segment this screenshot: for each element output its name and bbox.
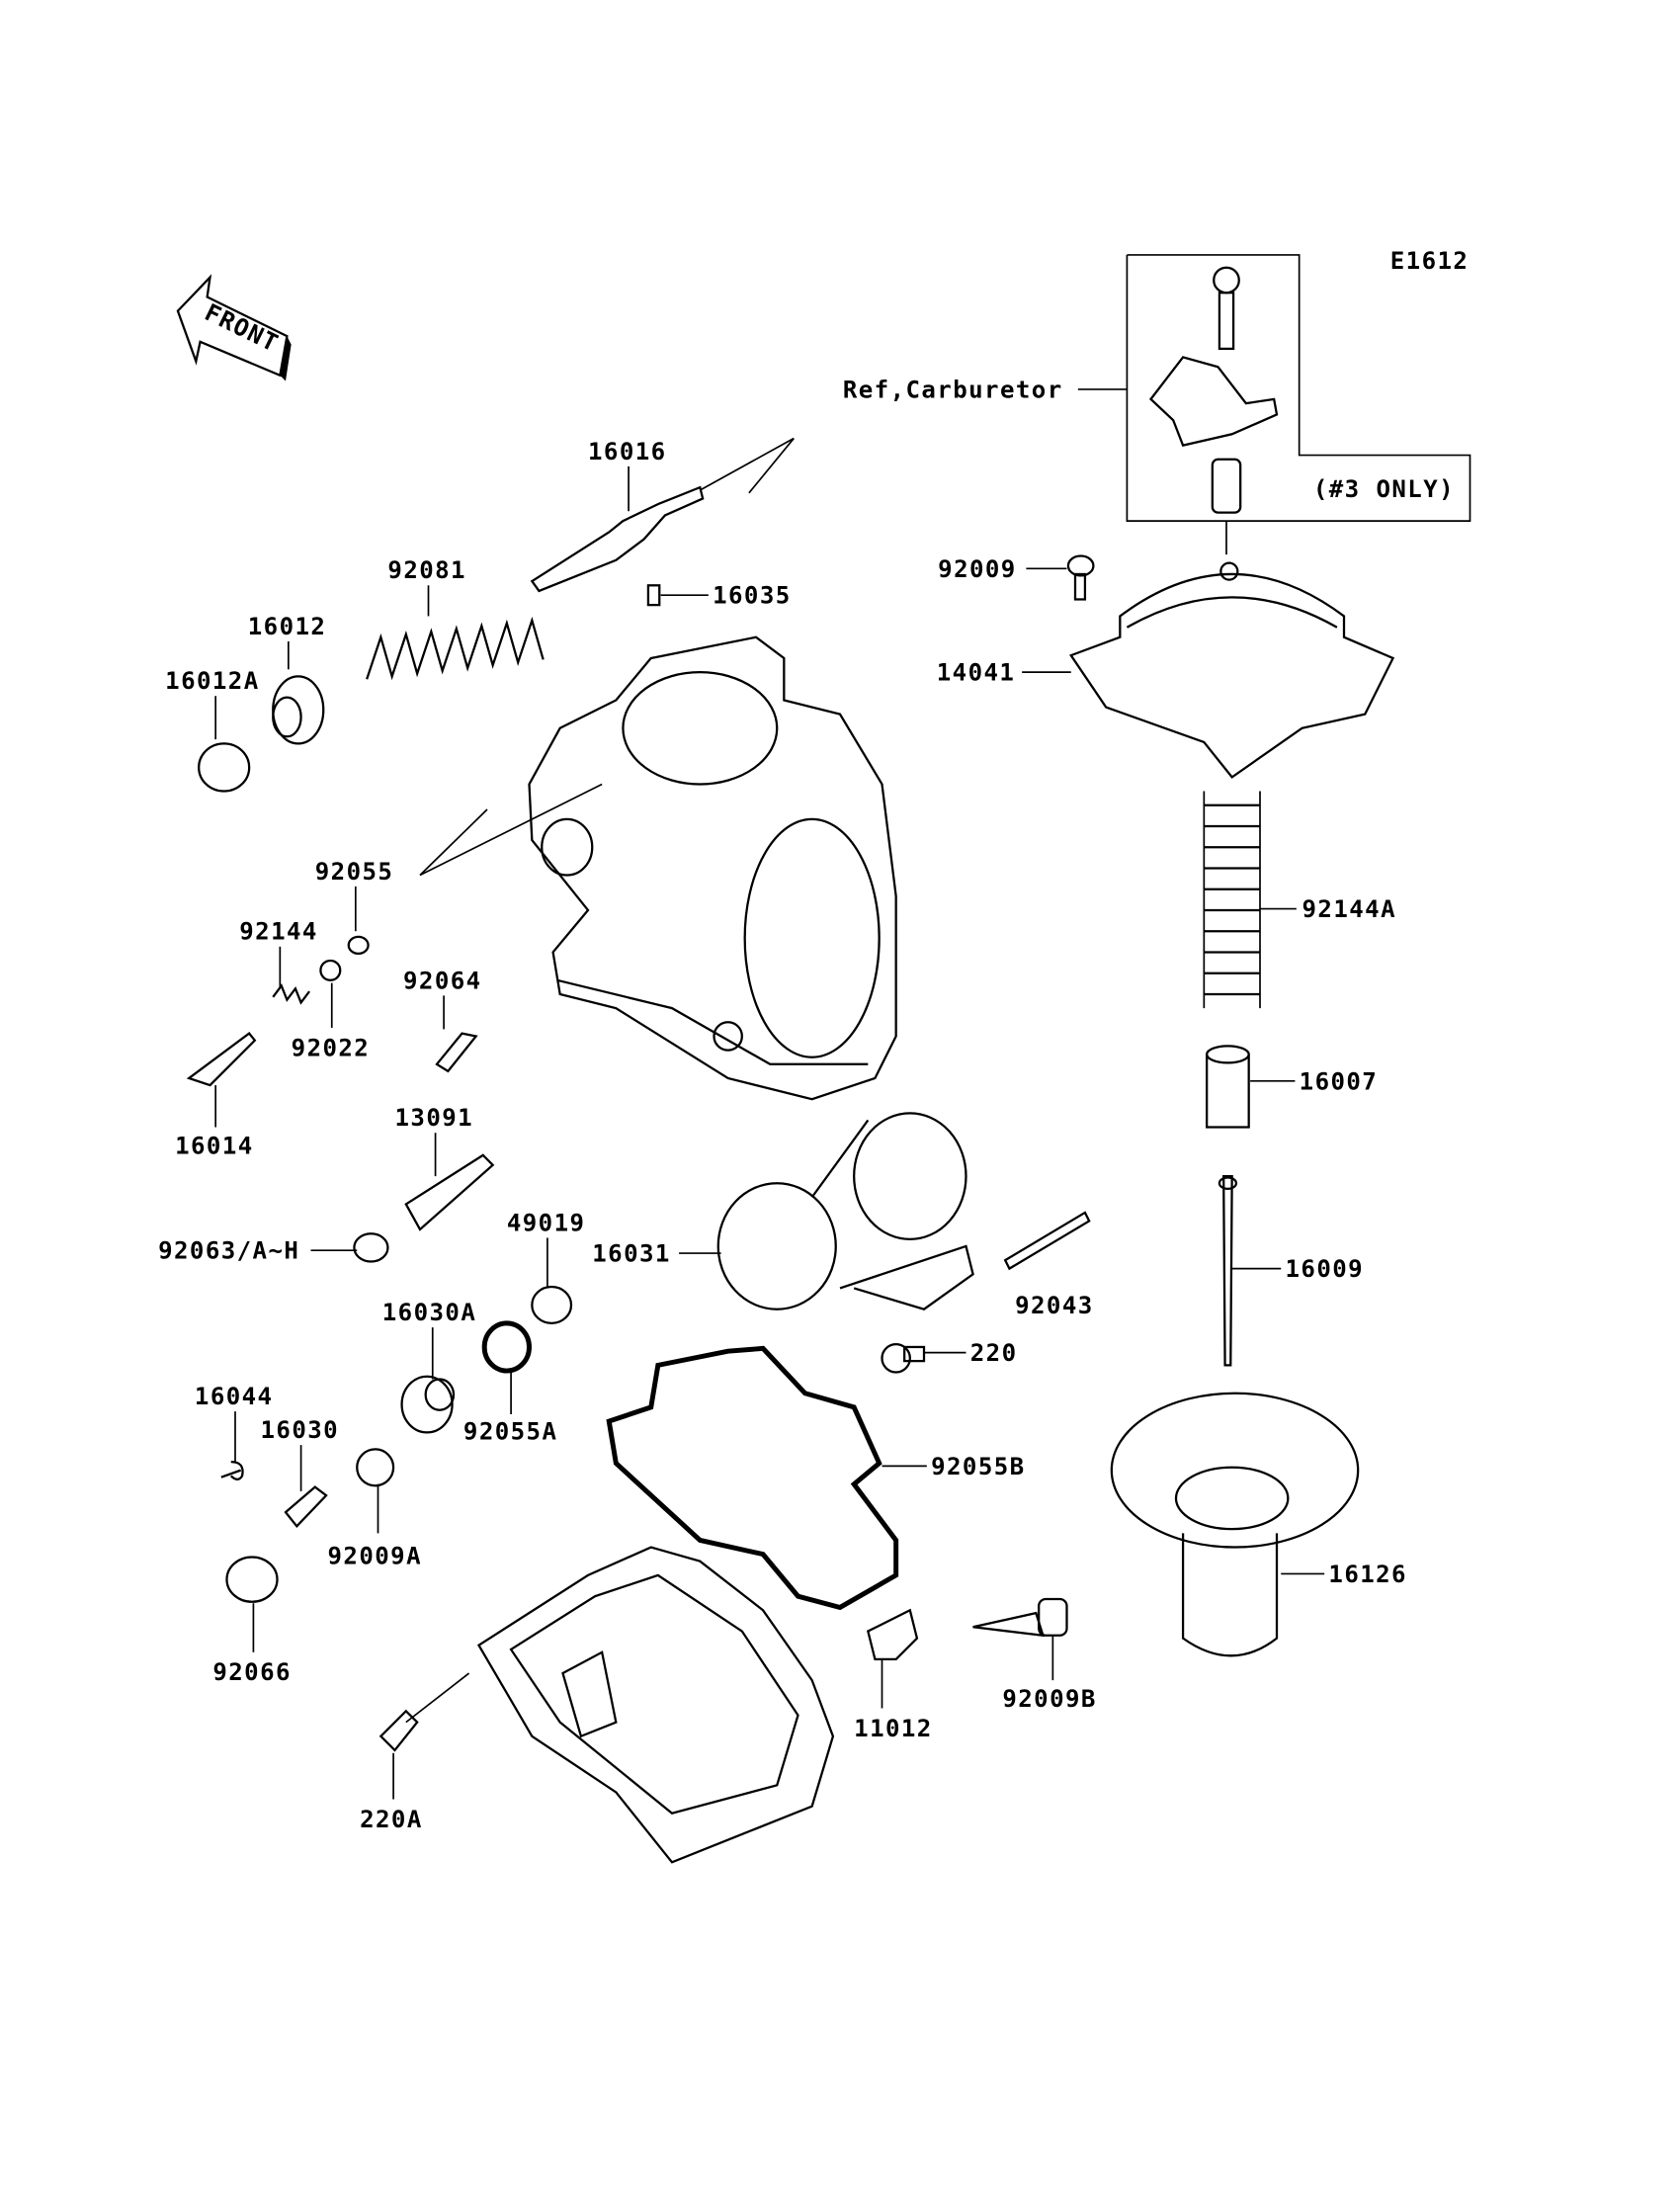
label-16007: 16007: [1300, 1067, 1379, 1095]
part-92009A[interactable]: 92009A: [328, 1448, 422, 1570]
part-92064[interactable]: 92064: [403, 967, 482, 1073]
label-92009A: 92009A: [328, 1543, 422, 1570]
label-16012A: 16012A: [165, 667, 259, 695]
part-92144[interactable]: 92144: [239, 918, 318, 1005]
label-92144A: 92144A: [1302, 895, 1396, 923]
label-92064: 92064: [403, 967, 482, 994]
part-92055B[interactable]: 92055B: [606, 1345, 1025, 1611]
label-16009: 16009: [1286, 1255, 1365, 1283]
part-16007[interactable]: 16007: [1206, 1045, 1379, 1129]
part-16030[interactable]: 16030: [261, 1416, 340, 1529]
front-arrow-icon: FRONT: [176, 274, 292, 381]
part-220[interactable]: 220: [881, 1339, 1018, 1374]
label-92055: 92055: [315, 858, 394, 886]
label-13091: 13091: [395, 1104, 474, 1132]
label-11012: 11012: [854, 1715, 933, 1742]
part-92009[interactable]: 92009: [938, 554, 1095, 601]
part-92055A[interactable]: 92055A: [463, 1320, 557, 1446]
label-92043: 92043: [1015, 1292, 1094, 1319]
label-92055B: 92055B: [931, 1453, 1025, 1480]
label-92009: 92009: [938, 555, 1017, 583]
part-92055[interactable]: 92055: [315, 858, 394, 956]
label-92066: 92066: [212, 1658, 292, 1686]
front-label: FRONT: [201, 298, 284, 358]
label-220: 220: [970, 1339, 1018, 1367]
float-bowl: [476, 1546, 835, 1864]
part-16012[interactable]: 16012: [248, 613, 327, 745]
diagram-code: E1612: [1390, 247, 1470, 275]
part-92022[interactable]: 92022: [292, 959, 371, 1061]
part-16126[interactable]: 16126: [1110, 1392, 1407, 1657]
part-49019[interactable]: 49019: [507, 1209, 586, 1325]
part-16031[interactable]: 16031: [592, 1112, 974, 1310]
label-14041: 14041: [937, 659, 1016, 687]
part-220A[interactable]: 220A: [360, 1672, 470, 1833]
label-16044: 16044: [195, 1383, 274, 1410]
part-16009[interactable]: 16009: [1218, 1174, 1365, 1367]
ref-carburetor-box: Ref,Carburetor (#3 ONLY): [843, 254, 1471, 555]
label-92144: 92144: [239, 918, 318, 946]
part-16014[interactable]: 16014: [175, 1032, 257, 1160]
part-13091[interactable]: 13091: [395, 1104, 495, 1231]
label-92009B: 92009B: [1002, 1685, 1096, 1713]
part-92043[interactable]: 92043: [1003, 1211, 1094, 1319]
part-11012[interactable]: 11012: [854, 1608, 933, 1742]
label-16031: 16031: [592, 1240, 671, 1268]
part-14041[interactable]: 14041: [937, 561, 1395, 779]
label-16126: 16126: [1328, 1561, 1407, 1588]
label-16030: 16030: [261, 1416, 340, 1444]
label-49019: 49019: [507, 1209, 586, 1236]
part-16035[interactable]: 16035: [646, 582, 792, 610]
label-92055A: 92055A: [463, 1417, 557, 1445]
label-16012: 16012: [248, 613, 327, 640]
label-16035: 16035: [713, 582, 792, 610]
label-16016: 16016: [588, 438, 667, 465]
label-16014: 16014: [175, 1132, 254, 1159]
part-92144A[interactable]: 92144A: [1203, 791, 1396, 1009]
ref-carburetor-label: Ref,Carburetor: [843, 376, 1063, 403]
label-16030A: 16030A: [382, 1299, 476, 1326]
part-16044[interactable]: 16044: [195, 1383, 274, 1480]
part-16030A[interactable]: 16030A: [382, 1299, 476, 1434]
part-92009B[interactable]: 92009B: [972, 1597, 1097, 1713]
part-92063[interactable]: 92063/A~H: [158, 1232, 389, 1265]
label-92022: 92022: [292, 1034, 371, 1061]
label-92081: 92081: [387, 556, 466, 584]
ref-only-label: (#3 ONLY): [1313, 475, 1455, 503]
carburetor-body: [419, 437, 897, 1101]
part-16016[interactable]: 16016: [530, 438, 705, 593]
part-92081[interactable]: 92081: [366, 556, 545, 681]
part-16012A[interactable]: 16012A: [165, 667, 259, 793]
label-220A: 220A: [360, 1806, 423, 1833]
part-92066[interactable]: 92066: [212, 1556, 292, 1686]
label-92063: 92063/A~H: [158, 1237, 299, 1265]
